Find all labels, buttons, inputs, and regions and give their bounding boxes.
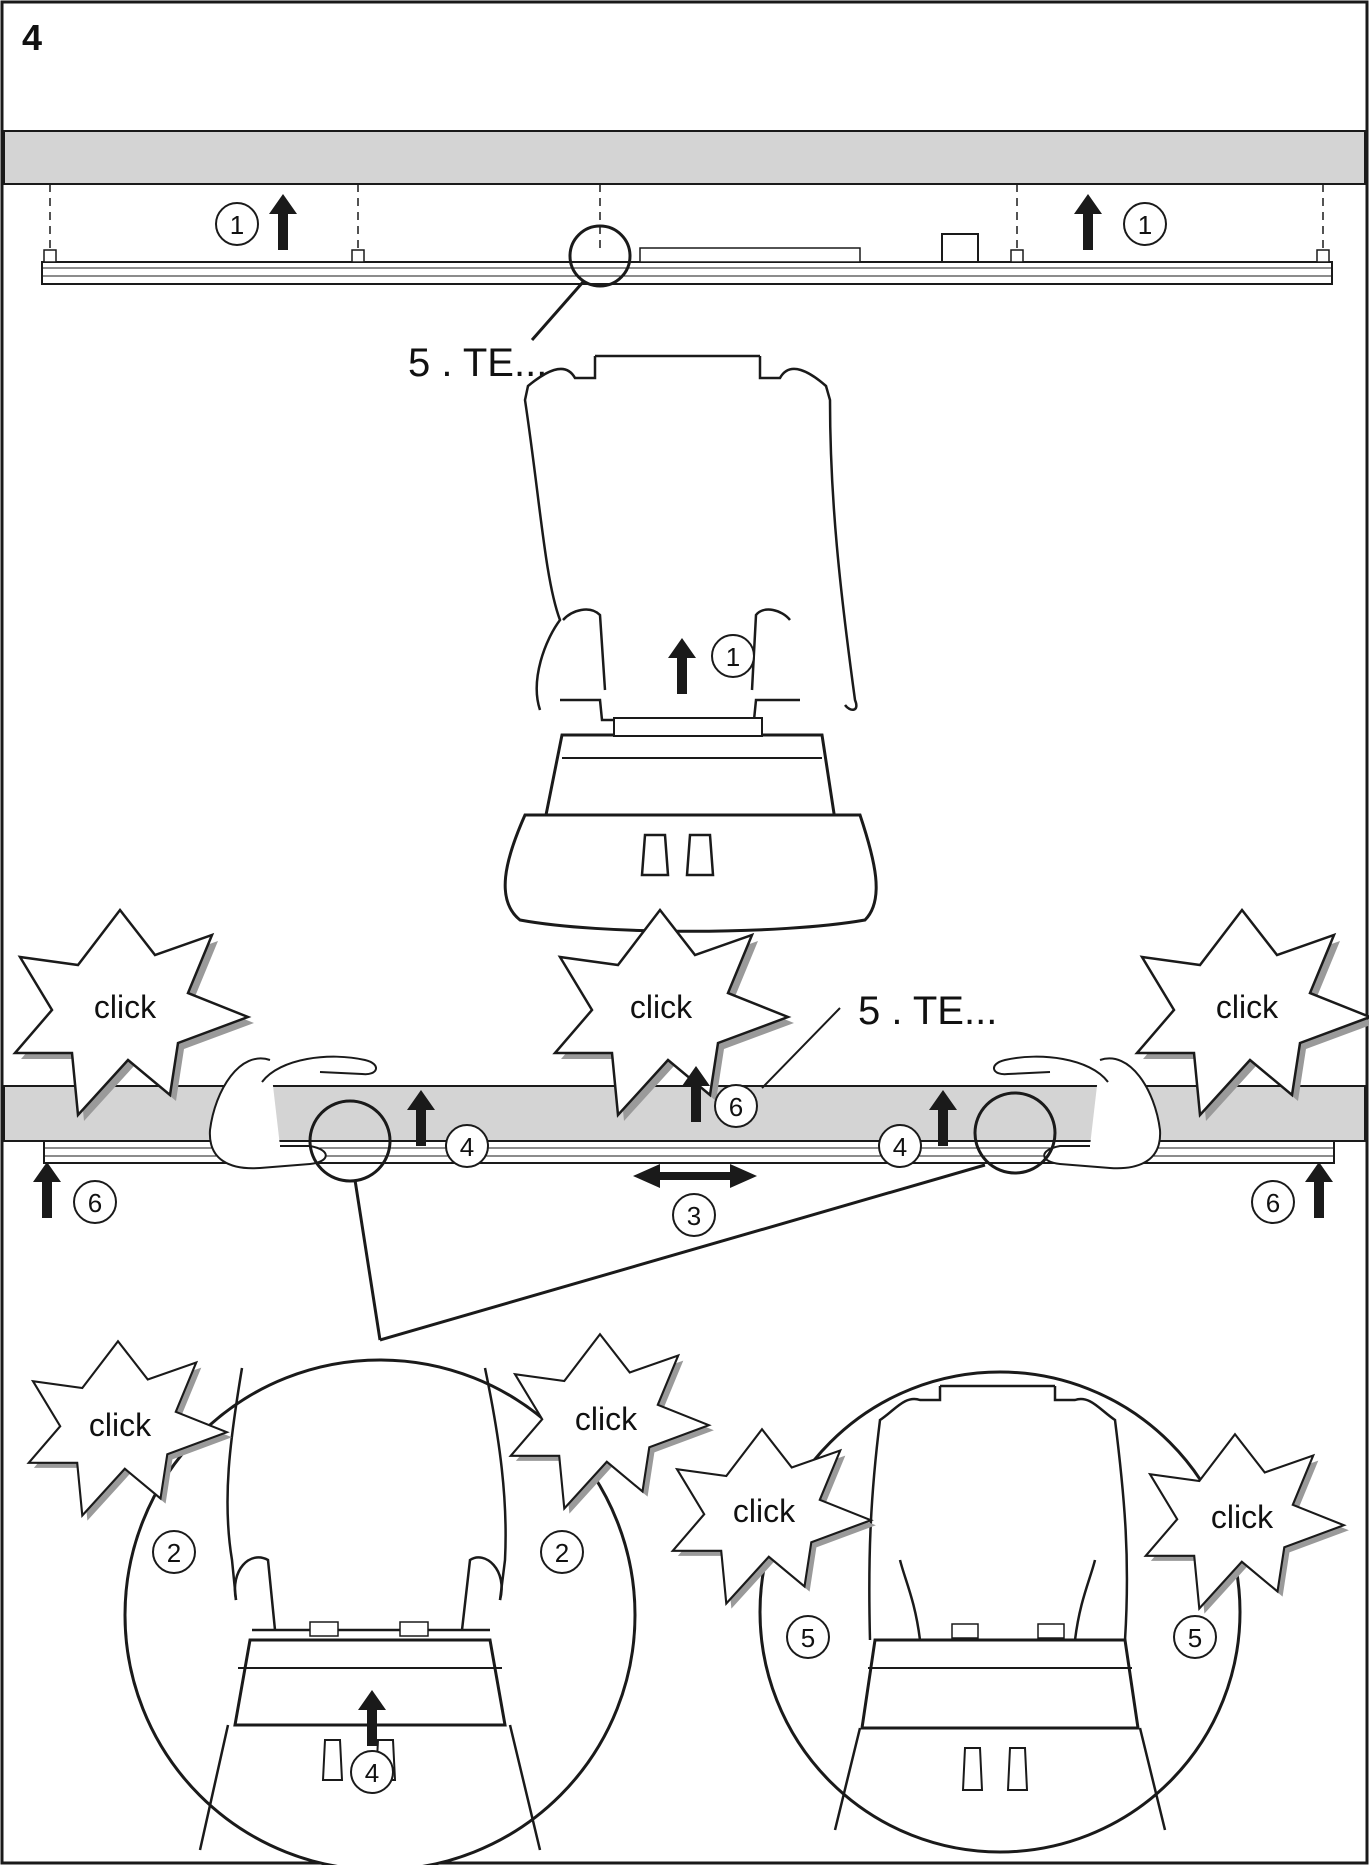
step-number-2-left: 2 bbox=[167, 1538, 181, 1568]
leader-line-detail-b bbox=[379, 1163, 986, 1342]
step-number-4-detail: 4 bbox=[365, 1758, 379, 1788]
click-label-center: click bbox=[630, 989, 693, 1025]
detail-circle-right bbox=[973, 1091, 1057, 1175]
detail-circle-top bbox=[568, 224, 632, 288]
reference-label-top: 5 . TE... bbox=[408, 341, 547, 385]
detail-view-left bbox=[123, 1358, 637, 1865]
step-number: 4 bbox=[22, 17, 42, 58]
left-right-arrow-icon bbox=[633, 1164, 757, 1188]
reference-label-middle: 5 . TE... bbox=[858, 989, 997, 1033]
luminaire-top bbox=[41, 233, 1333, 285]
ceiling-top bbox=[3, 130, 1366, 185]
step-number-6-left: 6 bbox=[88, 1188, 102, 1218]
step-number-6-right: 6 bbox=[1266, 1188, 1280, 1218]
detail-view-right bbox=[758, 1370, 1242, 1854]
step-number-1-middle: 1 bbox=[726, 642, 740, 672]
click-label-right: click bbox=[1216, 989, 1279, 1025]
detail-circle-left bbox=[308, 1099, 392, 1183]
step-number-4-left: 4 bbox=[460, 1132, 474, 1162]
leader-line-detail-a bbox=[353, 1179, 382, 1341]
step-number-5-left: 5 bbox=[801, 1623, 815, 1653]
click-label-detail-left-b: click bbox=[575, 1401, 638, 1437]
leader-line-middle bbox=[761, 1007, 841, 1089]
click-label-detail-right-b: click bbox=[1211, 1499, 1274, 1535]
click-label-left: click bbox=[94, 989, 157, 1025]
step-number-1-left: 1 bbox=[230, 210, 244, 240]
step-number-2-right: 2 bbox=[555, 1538, 569, 1568]
step-number-5-right: 5 bbox=[1188, 1623, 1202, 1653]
click-label-detail-left-a: click bbox=[89, 1407, 152, 1443]
leader-line-top bbox=[530, 281, 585, 341]
mounting-bracket bbox=[523, 354, 858, 722]
step-number-6-center: 6 bbox=[729, 1092, 743, 1122]
luminaire-end bbox=[503, 717, 878, 933]
step-number-3: 3 bbox=[687, 1201, 701, 1231]
step-number-4-right: 4 bbox=[893, 1132, 907, 1162]
suspension-lines-top bbox=[49, 184, 1324, 252]
click-label-detail-right-a: click bbox=[733, 1493, 796, 1529]
step-number-1-right: 1 bbox=[1138, 210, 1152, 240]
